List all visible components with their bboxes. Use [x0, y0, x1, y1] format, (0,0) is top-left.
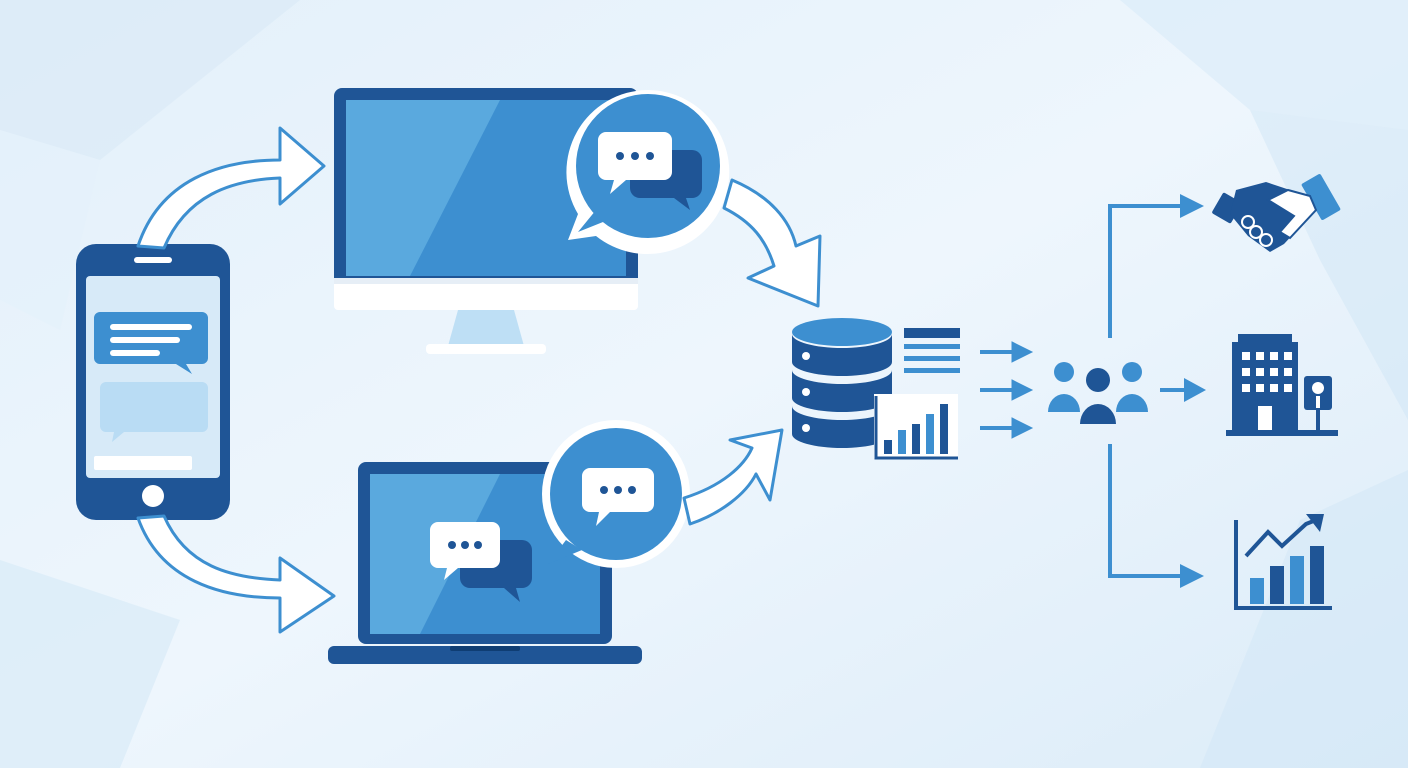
- chat-bubble-laptop-icon: [542, 420, 690, 568]
- report-chart-icon: [874, 328, 960, 460]
- arrows-database-to-people: [980, 341, 1034, 439]
- chat-bubble-desktop-icon: [566, 90, 730, 254]
- arrow-desktop-to-database: [722, 178, 822, 308]
- office-building-icon: [1226, 334, 1338, 436]
- branch-connectors: [1108, 204, 1186, 578]
- growth-chart-icon: [1234, 514, 1332, 610]
- arrow-phone-to-laptop: [136, 514, 336, 634]
- arrow-laptop-to-database: [682, 428, 784, 526]
- arrow-phone-to-desktop: [136, 126, 326, 250]
- branch-arrowheads: [1180, 194, 1206, 588]
- handshake-icon: [1212, 174, 1341, 252]
- smartphone-icon: [76, 244, 230, 520]
- people-group-icon: [1048, 362, 1148, 424]
- database-icon: [792, 318, 892, 448]
